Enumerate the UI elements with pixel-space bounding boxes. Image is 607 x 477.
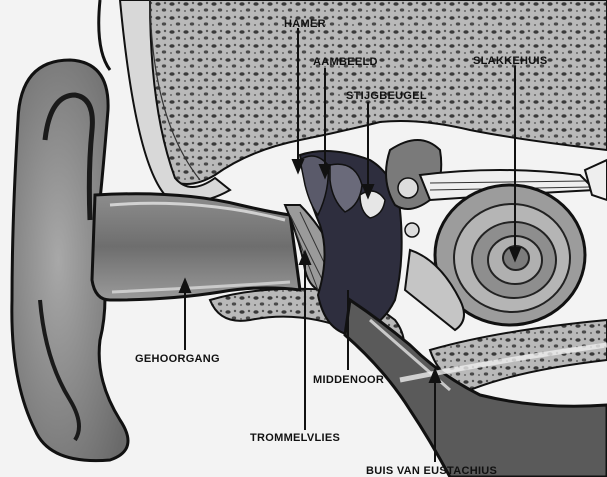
- label-stijgbeugel: STIJGBEUGEL: [346, 90, 427, 102]
- label-gehoorgang: GEHOORGANG: [135, 353, 220, 365]
- label-slakkehuis: SLAKKEHUIS: [473, 55, 548, 67]
- label-buis-van-eustachius: BUIS VAN EUSTACHIUS: [366, 465, 497, 477]
- label-trommelvlies: TROMMELVLIES: [250, 432, 340, 444]
- label-aambeeld: AAMBEELD: [313, 56, 378, 68]
- label-middenoor: MIDDENOOR: [313, 374, 384, 386]
- label-hamer: HAMER: [284, 18, 326, 30]
